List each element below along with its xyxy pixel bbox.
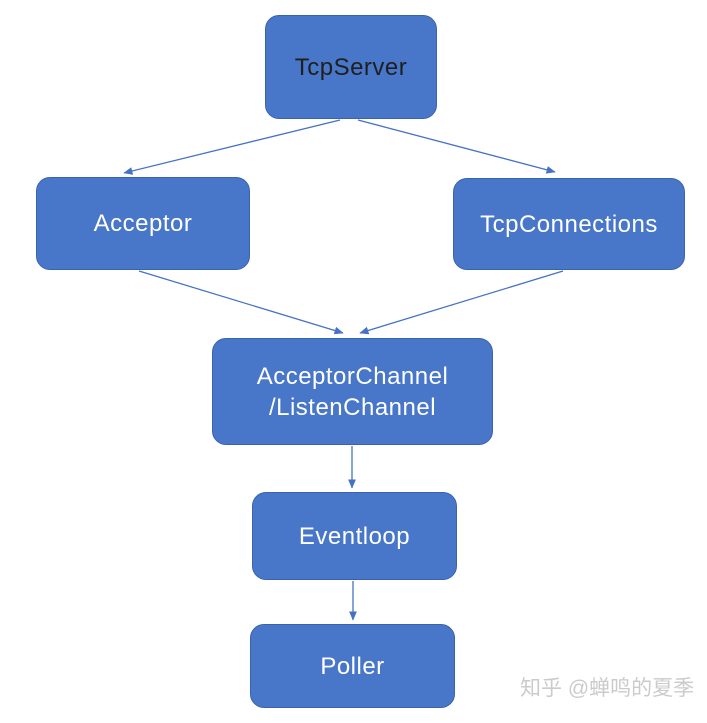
edge-tcpserver-acceptor [123, 119, 341, 175]
node-poller-label: Poller [320, 652, 385, 680]
edge-tcpserver-tcpconnections [357, 119, 556, 174]
node-poller: Poller [250, 624, 455, 708]
node-acceptor-label: Acceptor [93, 210, 193, 237]
watermark: 知乎 @蝉鸣的夏季 [520, 677, 695, 700]
node-tcpconnections: TcpConnections [453, 178, 685, 270]
node-eventloop: Eventloop [252, 492, 457, 580]
node-acceptorchannel-label-line2: /ListenChannel [268, 393, 437, 421]
edge-acceptor-acceptorchannel [138, 270, 344, 335]
node-tcpserver-label: TcpServer [294, 53, 408, 81]
node-tcpserver: TcpServer [265, 15, 437, 119]
node-acceptorchannel-label-line1: AcceptorChannel [256, 362, 449, 390]
node-acceptorchannel: AcceptorChannel /ListenChannel [212, 338, 493, 445]
node-tcpconnections-label: TcpConnections [480, 210, 658, 238]
node-eventloop-label: Eventloop [298, 522, 411, 550]
edge-tcpconnections-acceptorchannel [359, 270, 564, 335]
node-acceptor: Acceptor [36, 177, 250, 270]
